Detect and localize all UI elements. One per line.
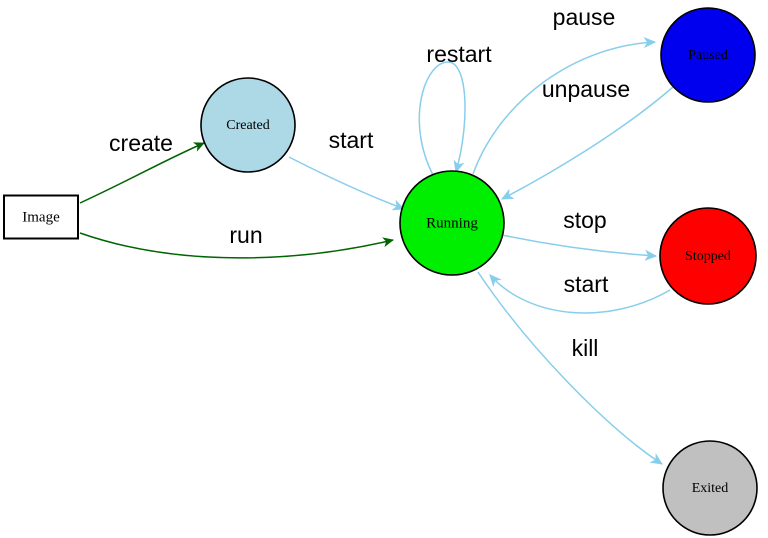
- node-shape-created: [200, 77, 296, 173]
- node-image[interactable]: Image: [3, 194, 79, 240]
- edge-start-created[interactable]: [288, 156, 406, 211]
- edge-label-run: run: [229, 222, 262, 248]
- edge-stop[interactable]: [501, 234, 658, 261]
- edge-restart[interactable]: [418, 61, 466, 176]
- edges-layer: [79, 36, 674, 465]
- edge-run[interactable]: [79, 232, 394, 259]
- node-paused[interactable]: Paused: [660, 7, 756, 103]
- edge-kill[interactable]: [477, 271, 663, 465]
- edge-create[interactable]: [79, 142, 205, 204]
- edge-label-start-created: start: [329, 127, 374, 153]
- node-created[interactable]: Created: [200, 77, 296, 173]
- edge-label-start-stopped: start: [564, 271, 609, 297]
- node-shape-paused: [660, 7, 756, 103]
- edge-label-restart: restart: [426, 41, 492, 67]
- edge-start-stopped[interactable]: [489, 274, 671, 314]
- node-shape-exited: [662, 440, 758, 536]
- edge-pause[interactable]: [472, 36, 657, 175]
- edge-label-unpause: unpause: [542, 76, 630, 102]
- node-running[interactable]: Running: [399, 170, 505, 276]
- edge-labels-layer: create run start restart pause unpause stop sta…: [109, 4, 630, 361]
- edge-label-pause: pause: [553, 4, 616, 30]
- node-shape-running: [399, 170, 505, 276]
- node-shape-image: [3, 194, 79, 240]
- edge-label-create: create: [109, 130, 173, 156]
- node-stopped[interactable]: Stopped: [659, 207, 757, 305]
- node-exited[interactable]: Exited: [662, 440, 758, 536]
- edge-label-kill: kill: [572, 335, 599, 361]
- edge-unpause[interactable]: [501, 86, 674, 200]
- node-shape-stopped: [659, 207, 757, 305]
- edge-label-stop: stop: [563, 207, 606, 233]
